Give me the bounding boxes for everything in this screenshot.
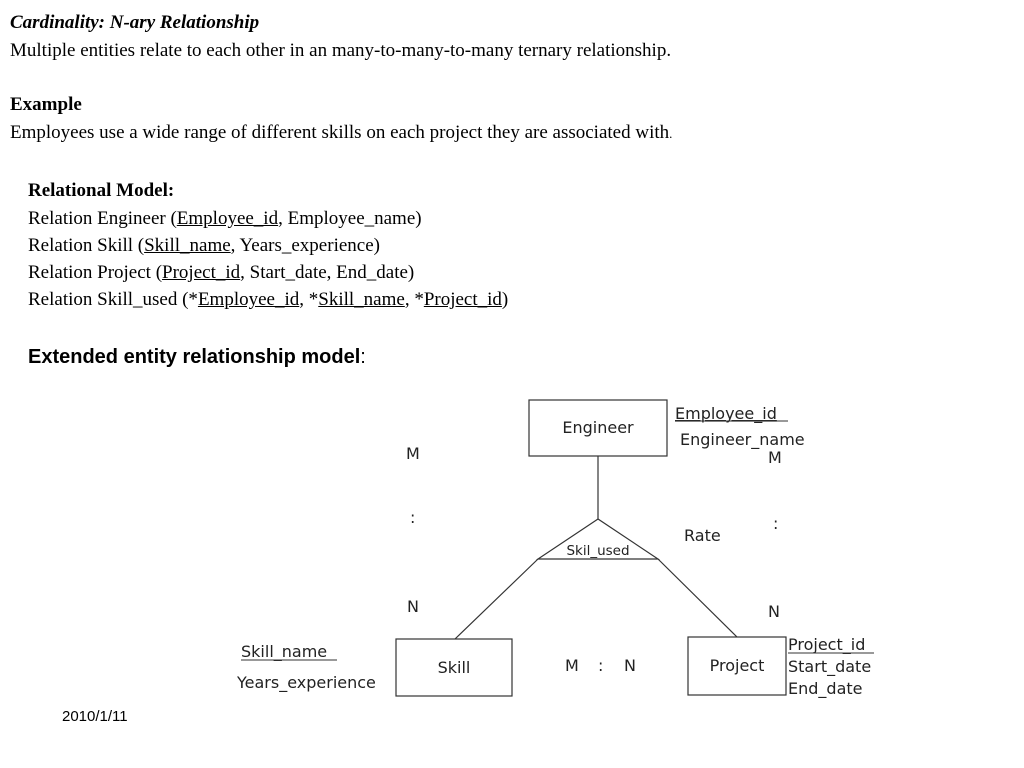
section-heading: Cardinality: N-ary Relationship <box>10 12 260 33</box>
footer-date: 2010/1/11 <box>62 708 128 725</box>
cardinality-left-m: M <box>406 444 420 463</box>
cardinality-bottom-m: M <box>565 656 579 675</box>
attr-employee-id: Employee_id <box>675 404 777 424</box>
connector-relationship-project <box>657 558 738 638</box>
relation-rest: , Start_date, End_date) <box>240 262 415 283</box>
relationship-diamond <box>536 518 660 560</box>
eer-title-colon: : <box>360 346 366 368</box>
eer-title: Extended entity relationship model: <box>28 344 366 370</box>
attr-years-experience: Years_experience <box>236 673 376 693</box>
attr-project-id: Project_id <box>788 635 865 655</box>
attr-rate: Rate <box>684 526 721 545</box>
foreign-key: Skill_name <box>318 289 405 310</box>
relation-skill: Relation Skill (Skill_name, Years_experi… <box>28 235 380 257</box>
cardinality-left-n: N <box>407 597 419 616</box>
cardinality-left-colon: : <box>410 508 415 527</box>
relational-model-heading: Relational Model: <box>28 180 175 201</box>
relation-engineer: Relation Engineer (Employee_id, Employee… <box>28 208 422 230</box>
relation-separator: , * <box>299 289 319 310</box>
relationship-label: Skil_used <box>566 543 629 559</box>
example-text: Employees use a wide range of different … <box>10 122 672 145</box>
example-period: . <box>669 126 673 141</box>
primary-key: Skill_name <box>144 235 231 256</box>
relation-skill-used: Relation Skill_used (*Employee_id, *Skil… <box>28 289 508 311</box>
relation-project: Relation Project (Project_id, Start_date… <box>28 262 414 284</box>
relation-prefix: Relation Skill_used (* <box>28 289 198 310</box>
primary-key: Project_id <box>162 262 241 283</box>
example-sentence: Employees use a wide range of different … <box>10 122 670 143</box>
cardinality-right-m: M <box>768 448 782 467</box>
attr-skill-name: Skill_name <box>241 642 327 662</box>
relation-rest: , Employee_name) <box>278 208 422 229</box>
foreign-key: Project_id <box>423 289 502 310</box>
relation-rest: , Years_experience) <box>230 235 380 256</box>
entity-project-label: Project <box>710 656 765 675</box>
relation-prefix: Relation Engineer ( <box>28 208 177 229</box>
relation-prefix: Relation Project ( <box>28 262 163 283</box>
entity-skill-label: Skill <box>438 658 471 677</box>
connector-relationship-skill <box>454 558 539 640</box>
example-heading: Example <box>10 94 82 115</box>
cardinality-right-colon: : <box>773 514 778 533</box>
cardinality-bottom-colon: : <box>598 656 603 675</box>
primary-key: Employee_id <box>176 208 279 229</box>
attr-start-date: Start_date <box>788 657 871 677</box>
cardinality-right-n: N <box>768 602 780 621</box>
relation-suffix: ) <box>501 289 509 310</box>
attr-engineer-name: Engineer_name <box>680 430 805 450</box>
cardinality-bottom-n: N <box>624 656 636 675</box>
relation-prefix: Relation Skill ( <box>28 235 145 256</box>
attr-end-date: End_date <box>788 679 862 699</box>
entity-skill <box>395 638 513 697</box>
eer-title-text: Extended entity relationship model <box>28 346 361 368</box>
foreign-key: Employee_id <box>197 289 300 310</box>
entity-engineer <box>528 399 668 457</box>
entity-project <box>687 636 787 696</box>
relation-separator: , * <box>404 289 424 310</box>
section-description: Multiple entities relate to each other i… <box>10 40 672 61</box>
entity-engineer-label: Engineer <box>562 418 634 437</box>
